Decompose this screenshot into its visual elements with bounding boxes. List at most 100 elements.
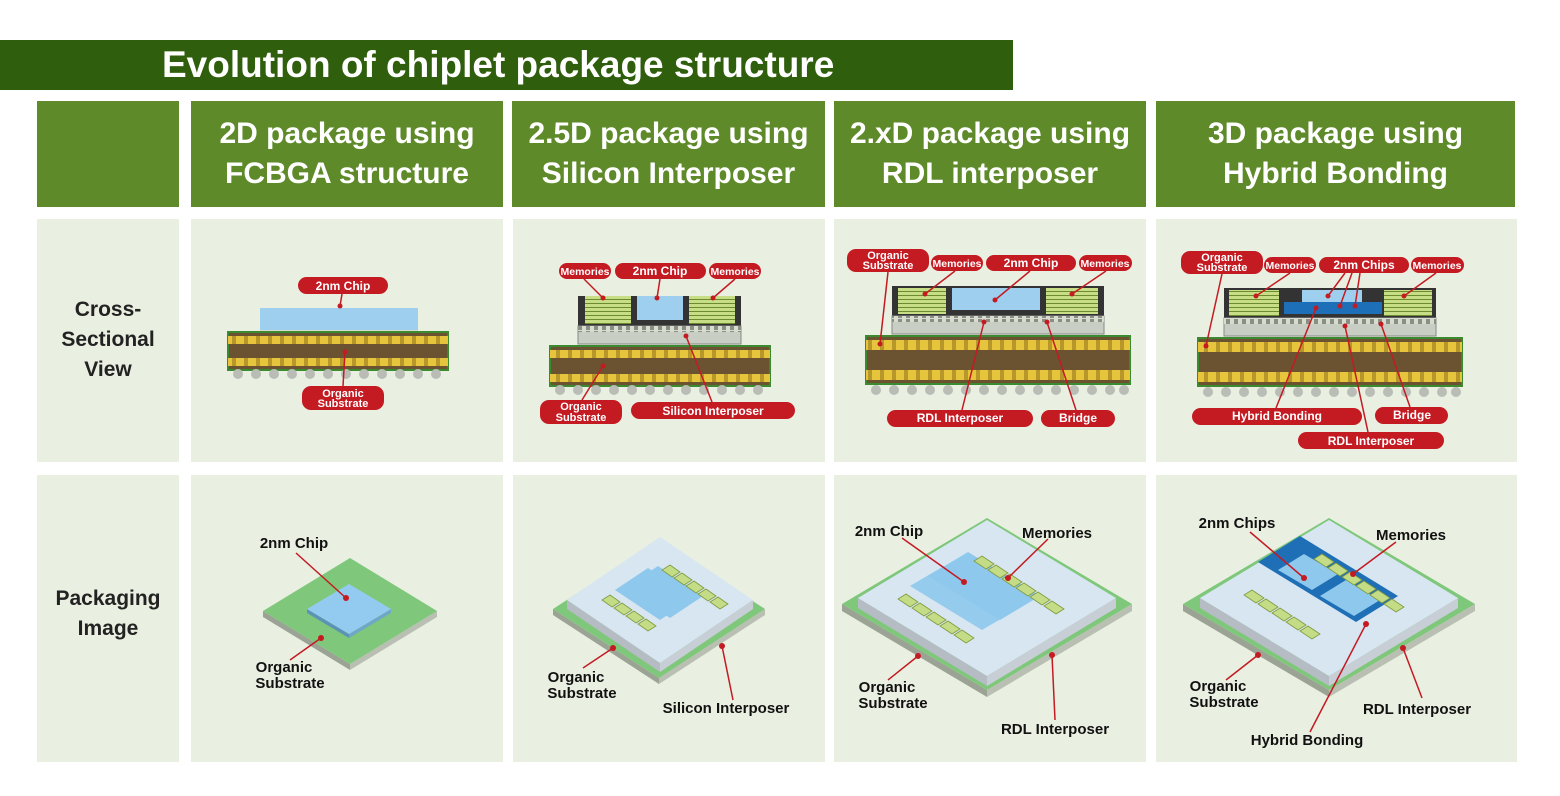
callout-text: 2nm Chip	[316, 279, 371, 293]
packaging-image-2d: 2nm Chip Organic Substrate	[255, 535, 437, 692]
chip-top	[1278, 554, 1338, 590]
callout-2nm-chip: 2nm Chip	[615, 263, 706, 279]
column-header-line: RDL interposer	[881, 157, 1099, 190]
substrate-layer	[550, 350, 770, 358]
row-label-cross-sectional: Cross- Sectional View	[37, 295, 179, 385]
row-label-packaging-image: Packaging Image	[37, 584, 179, 644]
memory-tiles	[1243, 553, 1405, 640]
column-header-line: 2.5D package using	[528, 117, 809, 150]
label-rdl-interposer: RDL Interposer	[1363, 701, 1471, 718]
callout-text: Bridge	[1059, 411, 1097, 425]
callout-text: 2nm Chip	[1004, 256, 1059, 270]
callout-text: Substrate	[1197, 262, 1248, 274]
column-header-line: 2.xD package using	[849, 117, 1131, 150]
callout-text: Organic	[1201, 252, 1243, 264]
callout-bridge: Bridge	[1041, 410, 1115, 427]
callout-text: Substrate	[556, 412, 607, 424]
callout-dot	[343, 595, 349, 601]
interposer-side	[1329, 598, 1458, 686]
hybrid-bonded-chip	[1284, 302, 1382, 314]
bump-row	[1224, 318, 1436, 324]
column-header-line: FCBGA structure	[225, 157, 469, 190]
memory-stack	[898, 288, 946, 314]
memory-stack	[585, 296, 631, 324]
callout-line	[342, 351, 346, 387]
callout-dots	[1255, 571, 1406, 658]
substrate-layer	[228, 336, 448, 344]
callout-memories: Memories	[1264, 257, 1316, 273]
chip-block	[637, 296, 683, 320]
column-header-line: Silicon Interposer	[541, 157, 796, 190]
solder-balls	[555, 385, 763, 395]
label-organic: Organic	[256, 659, 313, 676]
callout-text: Memories	[710, 266, 759, 278]
row-label-cell-cross	[37, 219, 179, 462]
column-header-2d: 2D package using FCBGA structure	[191, 101, 503, 207]
solder-balls	[1203, 387, 1461, 397]
callout-text: Memories	[1080, 258, 1129, 270]
column-header-3d: 3D package using Hybrid Bonding	[1156, 101, 1515, 207]
callout-organic-substrate: Organic Substrate	[847, 249, 929, 272]
label-2nm-chip: 2nm Chip	[855, 523, 923, 540]
callout-2nm-chips: 2nm Chips	[1319, 257, 1409, 273]
callout-rdl-interposer: RDL Interposer	[1298, 432, 1444, 449]
chip-side	[307, 609, 349, 638]
bump-row	[892, 316, 1104, 322]
memory-tiles	[601, 564, 729, 632]
chip-block	[1302, 290, 1362, 302]
callout-text: 2nm Chip	[633, 264, 688, 278]
substrate-side	[1183, 604, 1329, 697]
callout-text: Memories	[1265, 260, 1314, 272]
callout-dot	[610, 645, 616, 651]
callout-lines	[582, 645, 734, 701]
substrate-side	[842, 604, 987, 697]
callout-dot	[318, 635, 324, 641]
callout-text: Memories	[560, 266, 609, 278]
callout-text: 2nm Chips	[1333, 258, 1395, 272]
chip-top	[1320, 580, 1380, 616]
interposer-side	[858, 598, 987, 686]
label-memories: Memories	[1376, 527, 1446, 544]
packaging-image-2-5d: Organic Substrate Silicon Interposer	[547, 537, 790, 717]
callout-hybrid-bonding: Hybrid Bonding	[1192, 408, 1362, 425]
label-substrate: Substrate	[547, 685, 616, 702]
callout-text: Memories	[932, 258, 981, 270]
row-label-line: Cross-	[74, 298, 142, 321]
callout-dot	[719, 643, 725, 649]
label-substrate: Substrate	[1189, 694, 1258, 711]
interposer-side	[1200, 598, 1329, 686]
label-rdl-interposer: RDL Interposer	[1001, 721, 1109, 738]
callout-memories: Memories	[1079, 255, 1132, 271]
callout-silicon-interposer: Silicon Interposer	[631, 402, 795, 419]
substrate-side	[350, 611, 437, 670]
callout-rdl-interposer: RDL Interposer	[887, 410, 1033, 427]
callout-lines	[1205, 272, 1437, 433]
label-2nm-chip: 2nm Chip	[260, 535, 328, 552]
label-memories: Memories	[1022, 525, 1092, 542]
callout-organic-substrate: Organic Substrate	[540, 400, 622, 424]
solder-balls	[871, 385, 1129, 395]
callout-organic-substrate: Organic Substrate	[302, 386, 384, 410]
chip-top	[625, 566, 703, 618]
callout-lines	[887, 537, 1056, 721]
callout-dots	[877, 291, 1075, 347]
substrate-side	[263, 611, 350, 670]
chip-block	[260, 308, 418, 330]
callout-text: Bridge	[1393, 408, 1431, 422]
label-2nm-chips: 2nm Chips	[1199, 515, 1276, 532]
row-label-line: Sectional	[61, 328, 155, 351]
column-header-line: 2D package using	[219, 117, 475, 150]
callout-lines	[581, 278, 736, 403]
interposer-side	[567, 600, 660, 672]
callout-text: Substrate	[863, 260, 914, 272]
substrate-layer	[866, 340, 1130, 350]
callout-text: Organic	[867, 250, 909, 262]
row-label-cell-packaging	[37, 475, 179, 762]
substrate-side	[987, 604, 1132, 697]
cross-section-2-xd: Organic Substrate Memories 2nm Chip Memo…	[847, 249, 1132, 427]
callout-dots	[915, 575, 1055, 659]
callout-memories: Memories	[709, 263, 761, 279]
column-header-2-xd: 2.xD package using RDL interposer	[834, 101, 1146, 207]
callout-2nm-chip: 2nm Chip	[298, 277, 388, 294]
label-organic: Organic	[859, 679, 916, 696]
